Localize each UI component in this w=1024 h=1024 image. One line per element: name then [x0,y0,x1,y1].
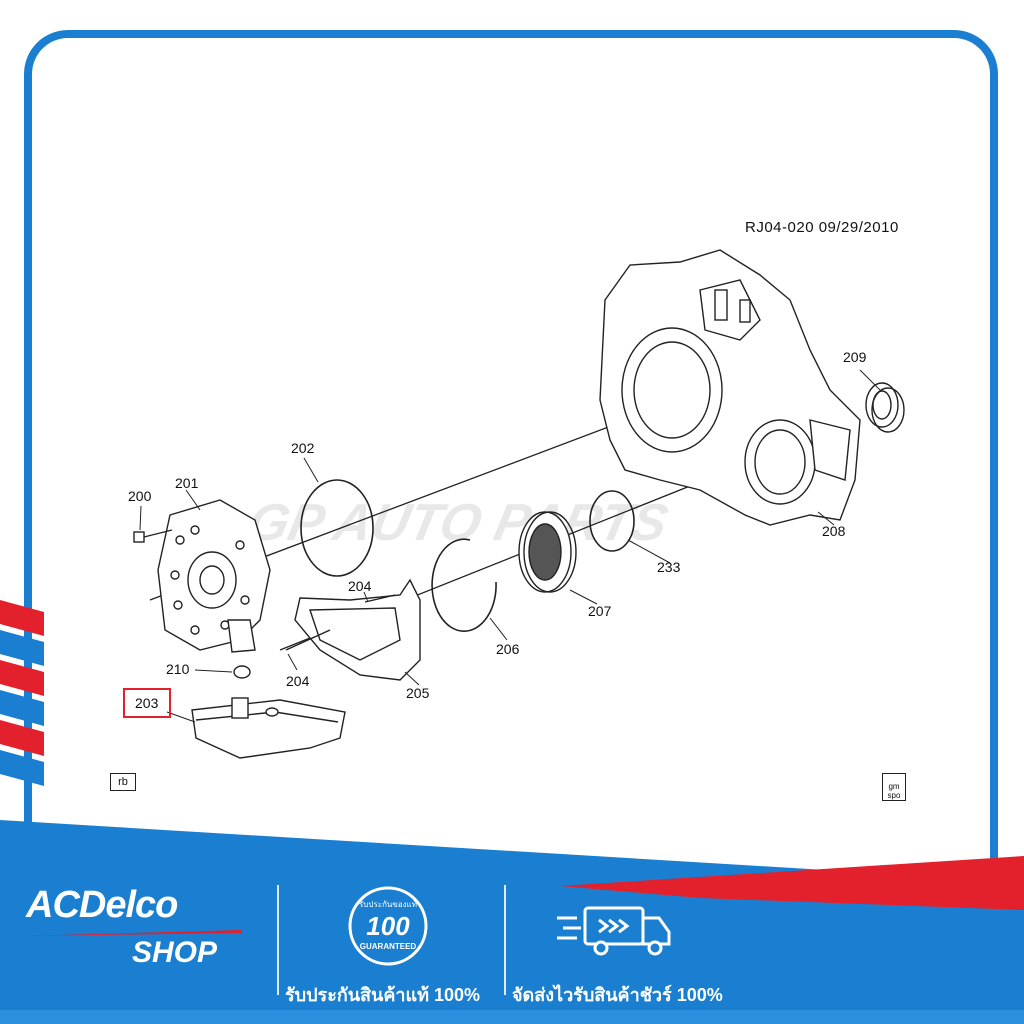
diagram-frame [24,30,998,890]
delivery-text: จัดส่งไวรับสินค้าชัวร์ 100% [512,985,723,1005]
seal [865,382,905,433]
brand-subtitle: SHOP [132,936,218,969]
drum [518,511,577,593]
transmission-housing [599,249,861,526]
guarantee-text: รับประกันสินค้าแท้ 100% [285,985,481,1005]
callout-210: 210 [166,661,190,677]
callout-206: 206 [496,641,520,657]
callout-205: 205 [406,685,430,701]
channel-plate [294,578,421,681]
delivery-truck-icon [557,906,671,956]
highlight-box [123,688,171,718]
callout-207: 207 [588,603,612,619]
corner-label-right: gm spo [882,773,906,801]
callout-201: 201 [175,475,199,491]
thrust-ring [589,490,635,552]
bolt [133,529,173,543]
callout-204: 204 [348,578,372,594]
footer-divider-1 [277,885,279,995]
corner-label-left: rb [110,773,136,791]
callout-204: 204 [286,673,310,689]
callout-209: 209 [843,349,867,365]
brand-logo: ACDelco [26,884,178,926]
footer-divider-2 [504,885,506,995]
callout-202: 202 [291,440,315,456]
snap-ring [431,538,497,632]
o-ring [233,665,251,679]
left-stripes-decoration [0,600,44,786]
pump-assembly [157,499,271,653]
guarantee-badge-icon: รับประกันของแท้ 100 GUARANTEED [348,886,428,966]
footer-banner [0,820,1024,1024]
callout-233: 233 [657,559,681,575]
seal-ring [300,479,374,577]
svg-text:100: 100 [366,911,410,941]
callout-203: 203 [135,695,159,711]
brand-underline [22,930,242,936]
filter [191,697,346,759]
callout-208: 208 [822,523,846,539]
svg-text:รับประกันของแท้: รับประกันของแท้ [359,900,417,909]
svg-text:GUARANTEED: GUARANTEED [360,942,417,951]
callout-200: 200 [128,488,152,504]
watermark-text: GP AUTO PARTS [243,494,673,552]
diagram-reference: RJ04-020 09/29/2010 [745,219,899,236]
